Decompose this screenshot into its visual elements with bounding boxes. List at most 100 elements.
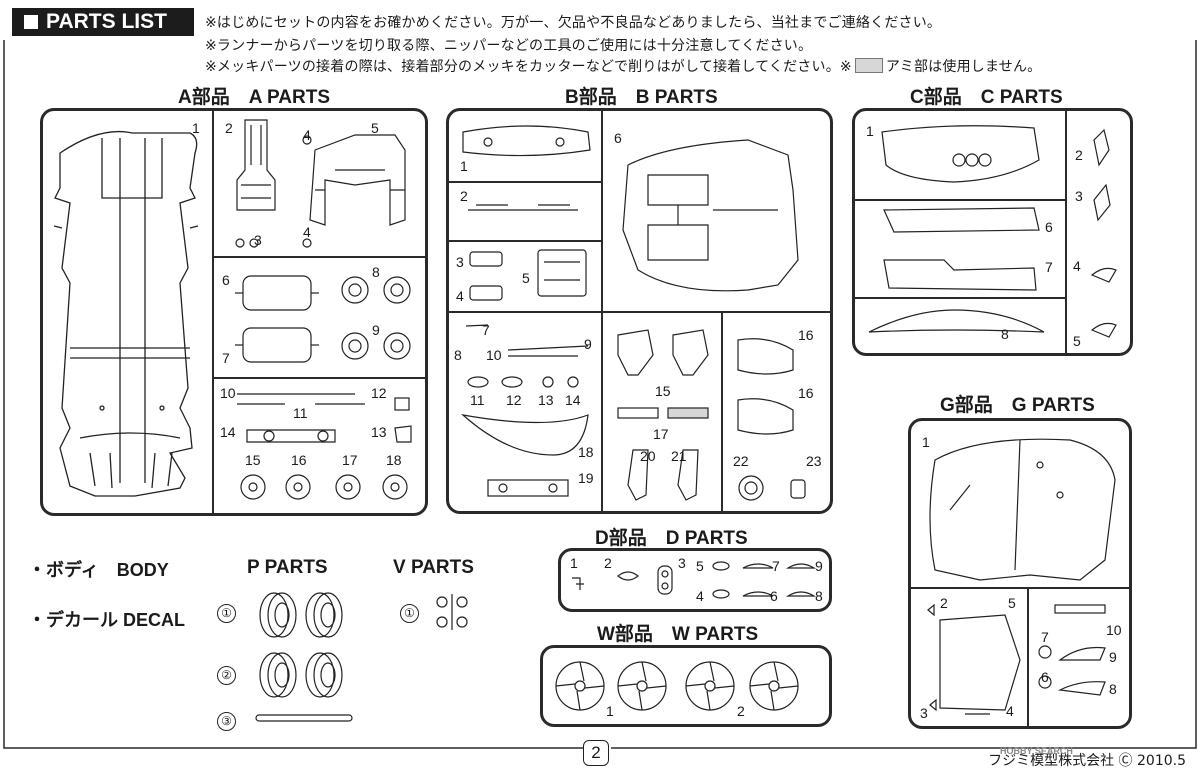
g-num-1: 1 — [922, 434, 930, 450]
v-parts-title: V PARTS — [393, 557, 474, 578]
d-parts-title: D部品 D PARTS — [595, 528, 748, 549]
g-num-2: 2 — [940, 595, 948, 611]
d-num-6: 6 — [770, 588, 778, 604]
a-parts-title: A部品 A PARTS — [178, 87, 331, 108]
c-num-3: 3 — [1075, 188, 1083, 204]
a-num-18: 18 — [386, 452, 402, 468]
a-num-12: 12 — [371, 385, 387, 401]
note-line-3-tail: アミ部は使用しません。 — [885, 59, 1042, 75]
note-line-1: ※はじめにセットの内容をお確かめください。万が一、欠品や不良品などありましたら、… — [205, 15, 942, 31]
watermark: HOBBY SEARCH — [1000, 746, 1073, 756]
c-num-7: 7 — [1045, 259, 1053, 275]
d-num-2: 2 — [604, 555, 612, 571]
g-num-8: 8 — [1109, 681, 1117, 697]
b-num-19: 19 — [578, 470, 594, 486]
b-num-21: 21 — [671, 448, 687, 464]
b-num-4: 4 — [456, 288, 464, 304]
b-parts-drawing — [461, 125, 806, 501]
a-num-6: 6 — [222, 272, 230, 288]
a-num-10: 10 — [220, 385, 236, 401]
note-line-3: ※メッキパーツの接着の際は、接着部分のメッキをカッターなどで削りはがして接着して… — [205, 56, 1041, 76]
b-num-10: 10 — [486, 347, 502, 363]
a-parts-6-9-drawing — [235, 275, 411, 363]
v-circle-1: ① — [400, 602, 419, 623]
b-parts-title: B部品 B PARTS — [565, 87, 718, 108]
a-num-11: 11 — [293, 405, 308, 421]
b-num-15: 15 — [655, 383, 671, 399]
a-parts-10-18-drawing — [237, 393, 412, 500]
a-num-14: 14 — [220, 424, 236, 440]
maker-copyright: フジミ模型株式会社 Ⓒ 2010.5 — [988, 753, 1186, 769]
a-parts-2-5-drawing — [235, 119, 406, 248]
w-num-1: 1 — [606, 703, 614, 719]
note-line-2: ※ランナーからパーツを切り取る際、ニッパーなどの工具のご使用には十分注意してくだ… — [205, 38, 813, 54]
d-num-4: 4 — [696, 588, 704, 604]
b-num-7: 7 — [482, 322, 490, 338]
d-parts-drawing — [572, 561, 817, 599]
a-num-1: 1 — [192, 120, 200, 136]
decal-item: ・デカール DECAL — [28, 610, 185, 630]
d-parts-frame — [558, 548, 832, 612]
g-num-5: 5 — [1008, 595, 1016, 611]
w-num-2: 2 — [737, 703, 745, 719]
note-line-3-text: ※メッキパーツの接着の際は、接着部分のメッキをカッターなどで削りはがして接着して… — [205, 59, 852, 75]
p-parts-title: P PARTS — [247, 557, 328, 578]
page-number: 2 — [583, 740, 609, 766]
parts-list-header: PARTS LIST — [12, 8, 194, 36]
p-circle-3: ③ — [217, 710, 236, 731]
a-num-9: 9 — [372, 322, 380, 338]
g-parts-title: G部品 G PARTS — [940, 395, 1095, 416]
b-num-22: 22 — [733, 453, 749, 469]
g-num-9: 9 — [1109, 649, 1117, 665]
a-num-3: 3 — [254, 232, 262, 248]
b-num-6: 6 — [614, 130, 622, 146]
a-num-17: 17 — [342, 452, 358, 468]
b-num-12: 12 — [506, 392, 522, 408]
b-num-2: 2 — [460, 188, 468, 204]
c-num-5: 5 — [1073, 333, 1081, 349]
c-parts-frame — [852, 108, 1133, 356]
square-icon — [24, 15, 38, 29]
b-num-3: 3 — [456, 254, 464, 270]
b-num-17: 17 — [653, 426, 669, 442]
a-num-15: 15 — [245, 452, 261, 468]
b-num-11: 11 — [470, 392, 485, 408]
w-wheels-drawing — [555, 661, 799, 711]
d-num-3: 3 — [678, 555, 686, 571]
g-num-4: 4 — [1006, 703, 1014, 719]
d-num-1: 1 — [570, 555, 578, 571]
a-num-2: 2 — [225, 120, 233, 136]
b-num-8: 8 — [454, 347, 462, 363]
body-item: ・ボディ BODY — [28, 560, 169, 580]
d-num-9: 9 — [815, 558, 823, 574]
b-num-20: 20 — [640, 448, 656, 464]
d-num-5: 5 — [696, 558, 704, 574]
header-title: PARTS LIST — [46, 10, 167, 33]
b-num-14: 14 — [565, 392, 581, 408]
b-num-9: 9 — [584, 336, 592, 352]
c-parts-drawing — [868, 125, 1117, 338]
b-num-16b: 16 — [798, 385, 814, 401]
a-num-8: 8 — [372, 264, 380, 280]
b-num-1: 1 — [460, 158, 468, 174]
g-num-6: 6 — [1041, 669, 1049, 685]
c-num-4: 4 — [1073, 258, 1081, 274]
b-num-23: 23 — [806, 453, 822, 469]
a-num-5: 5 — [371, 120, 379, 136]
chassis-part — [53, 130, 199, 497]
a-parts-frame — [40, 108, 428, 516]
g-parts-frame — [908, 418, 1132, 729]
g-parts-drawing — [927, 438, 1116, 715]
b-num-5: 5 — [522, 270, 530, 286]
a-num-13: 13 — [371, 424, 387, 440]
a-num-16: 16 — [291, 452, 307, 468]
g-num-10: 10 — [1106, 622, 1122, 638]
c-num-1: 1 — [866, 123, 874, 139]
a-num-7: 7 — [222, 350, 230, 366]
a-num-4a: 4 — [303, 127, 311, 143]
d-num-7: 7 — [772, 558, 780, 574]
